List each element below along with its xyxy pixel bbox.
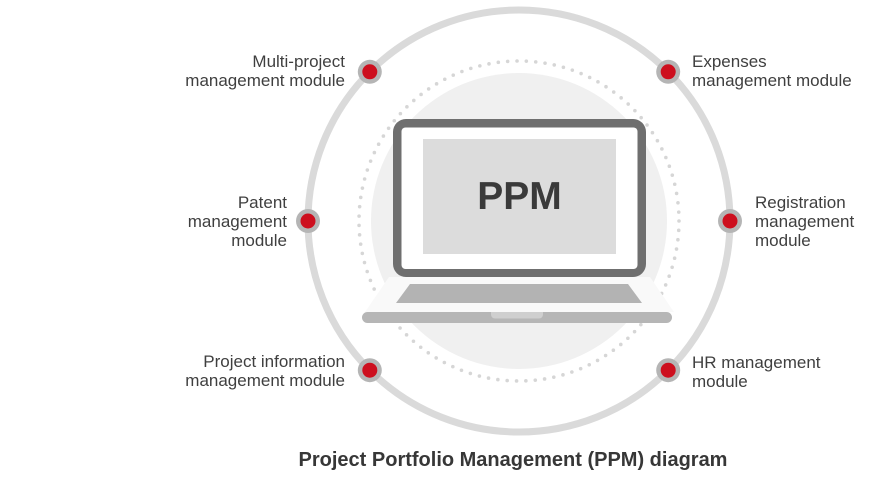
- module-label-line: Multi-project: [252, 52, 345, 71]
- dotted-ring-circle: [357, 59, 681, 383]
- module-label-line: Registration: [755, 193, 846, 212]
- laptop-icon: PPM: [362, 119, 674, 323]
- module-label-line: module: [692, 372, 748, 391]
- module-label-expenses: Expenses management module: [692, 52, 852, 90]
- module-label-line: management module: [692, 71, 852, 90]
- module-label-line: Expenses: [692, 52, 767, 71]
- module-label-line: management module: [185, 71, 345, 90]
- module-label-hr: HR management module: [692, 353, 821, 391]
- module-label-line: HR management: [692, 353, 821, 372]
- module-label-line: Patent: [237, 193, 287, 212]
- node-dot: [362, 362, 378, 378]
- module-node-expenses: [656, 59, 681, 84]
- module-label-line: module: [231, 231, 287, 250]
- module-label-line: module: [755, 231, 811, 250]
- module-label-line: management: [187, 212, 287, 231]
- module-node-multi-project: [357, 59, 382, 84]
- diagram-caption: Project Portfolio Management (PPM) diagr…: [298, 449, 728, 471]
- node-dot: [660, 362, 676, 378]
- node-dot: [362, 64, 378, 80]
- module-node-patent: [296, 209, 320, 233]
- module-label-project-information: Project information management module: [185, 352, 345, 390]
- laptop-keyboard: [396, 284, 642, 303]
- module-label-registration: Registration management module: [755, 193, 854, 250]
- module-label-multi-project: Multi-project management module: [185, 52, 345, 90]
- module-node-hr: [656, 358, 681, 383]
- laptop-base-notch: [491, 312, 543, 319]
- module-node-project-information: [357, 358, 382, 383]
- laptop-screen-label: PPM: [477, 175, 562, 218]
- laptop-screen: [423, 139, 616, 254]
- node-dot: [722, 213, 738, 229]
- module-label-line: management module: [185, 371, 345, 390]
- module-label-line: Project information: [203, 352, 345, 371]
- module-node-registration: [718, 209, 742, 233]
- node-dot: [660, 64, 676, 80]
- node-dot: [300, 213, 316, 229]
- module-label-patent: Patent management module: [188, 193, 287, 250]
- module-label-line: management: [755, 212, 855, 231]
